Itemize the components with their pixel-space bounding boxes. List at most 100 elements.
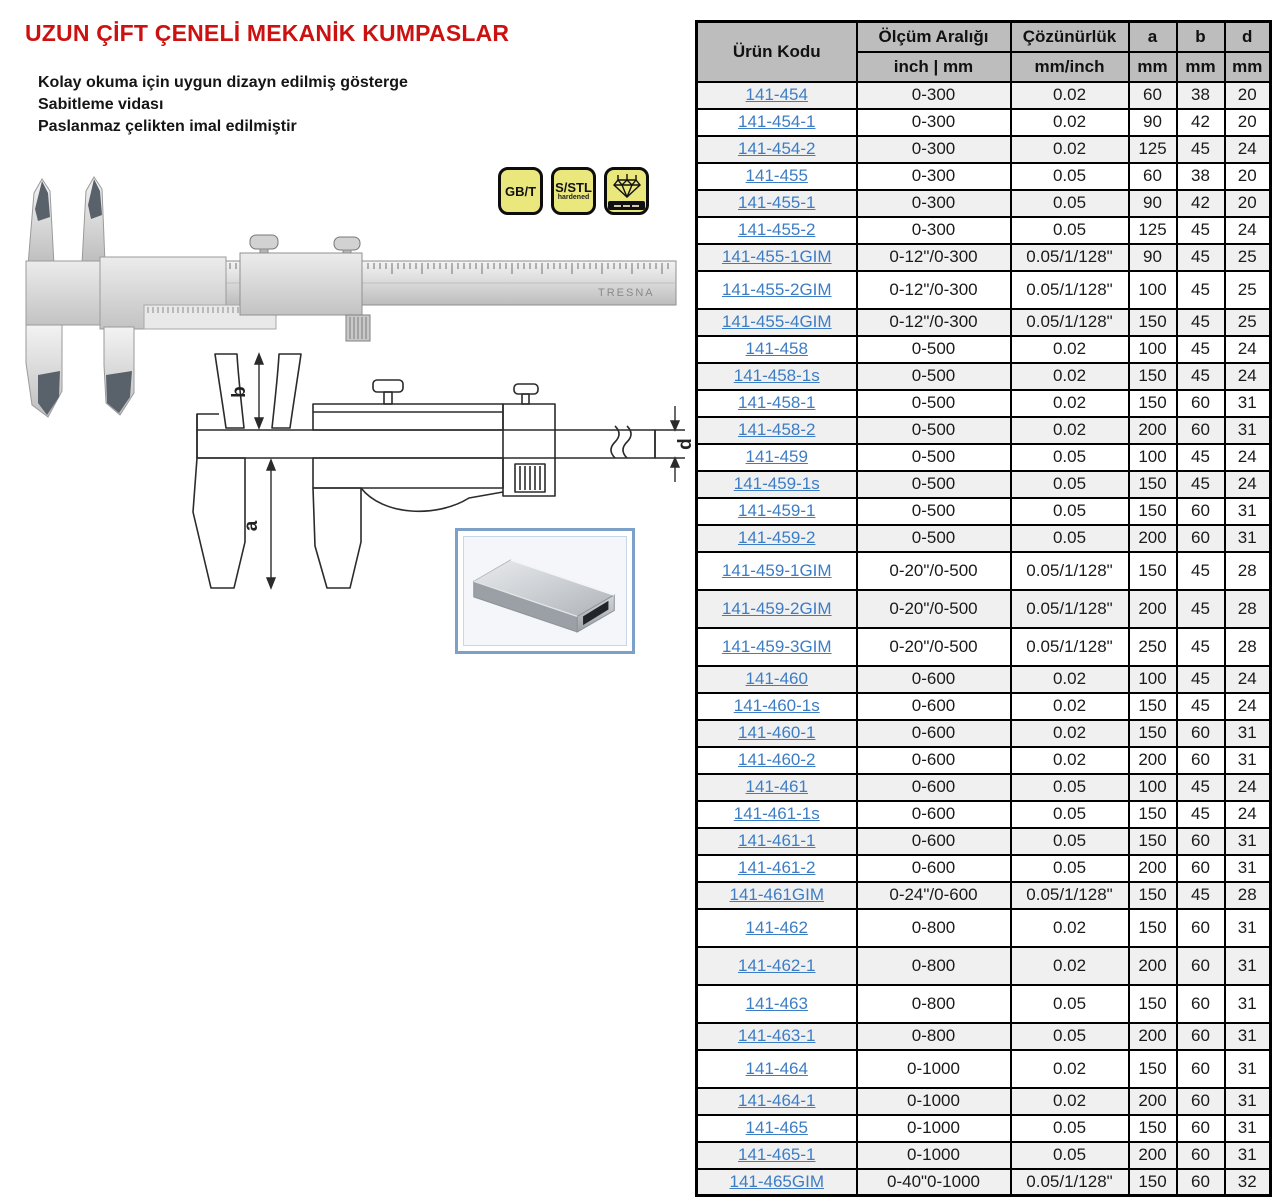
product-code-link[interactable]: 141-461 [745, 777, 808, 796]
dim-a-cell: 200 [1127, 945, 1178, 986]
range-cell: 0-24"/0-600 [855, 880, 1012, 910]
product-code-link[interactable]: 141-455-1 [737, 193, 816, 212]
dim-b-cell: 60 [1175, 523, 1226, 553]
dim-a-cell: 150 [1127, 799, 1178, 829]
product-code-link[interactable]: 141-465-1 [737, 1145, 816, 1164]
product-code-cell: 141-463 [695, 983, 858, 1024]
dim-d-cell: 28 [1223, 626, 1272, 667]
range-cell: 0-1000 [855, 1113, 1012, 1143]
resolution-cell: 0.05 [1009, 469, 1130, 499]
dim-b-cell: 45 [1175, 664, 1226, 694]
dim-b-cell: 60 [1175, 1113, 1226, 1143]
range-cell: 0-600 [855, 826, 1012, 856]
product-code-link[interactable]: 141-460-1 [737, 723, 816, 742]
resolution-cell: 0.05/1/128" [1009, 307, 1130, 337]
dim-b-cell: 45 [1175, 442, 1226, 472]
dim-a-cell: 200 [1127, 588, 1178, 629]
product-code-link[interactable]: 141-460-1s [733, 696, 820, 715]
dim-b-cell: 60 [1175, 745, 1226, 775]
product-code-link[interactable]: 141-454 [745, 85, 808, 104]
dim-d-cell: 31 [1223, 1021, 1272, 1051]
product-code-link[interactable]: 141-463 [745, 993, 808, 1013]
product-code-cell: 141-459 [695, 442, 858, 472]
product-code-link[interactable]: 141-459-1GIM [721, 560, 832, 580]
product-code-link[interactable]: 141-458-2 [737, 420, 816, 439]
product-code-link[interactable]: 141-464-1 [737, 1091, 816, 1110]
product-code-link[interactable]: 141-462-1 [737, 955, 816, 975]
product-code-link[interactable]: 141-461-2 [737, 858, 816, 877]
brand-text: TRESNA [598, 287, 655, 299]
dim-b-cell: 60 [1175, 983, 1226, 1024]
range-cell: 0-20"/0-500 [855, 550, 1012, 591]
dim-a-cell: 150 [1127, 307, 1178, 337]
product-code-link[interactable]: 141-459-3GIM [721, 636, 832, 656]
sstl-badge: S/STL hardened [551, 167, 596, 215]
product-code-link[interactable]: 141-464 [745, 1058, 808, 1078]
product-code-cell: 141-464-1 [695, 1086, 858, 1116]
product-code-cell: 141-461 [695, 772, 858, 802]
product-code-link[interactable]: 141-460-2 [737, 750, 816, 769]
resolution-cell: 0.05 [1009, 442, 1130, 472]
dim-d-cell: 24 [1223, 772, 1272, 802]
dim-d-cell: 31 [1223, 718, 1272, 748]
product-code-cell: 141-462-1 [695, 945, 858, 986]
product-code-link[interactable]: 141-461GIM [729, 885, 825, 904]
product-code-link[interactable]: 141-462 [745, 917, 808, 937]
dim-b-cell: 60 [1175, 907, 1226, 948]
beam-section-photo-frame [455, 528, 635, 654]
range-cell: 0-500 [855, 415, 1012, 445]
dim-d-cell: 28 [1223, 550, 1272, 591]
product-code-link[interactable]: 141-455-2 [737, 220, 816, 239]
product-code-link[interactable]: 141-463-1 [737, 1026, 816, 1045]
product-code-link[interactable]: 141-455-1GIM [721, 247, 832, 266]
dim-b-cell: 60 [1175, 1048, 1226, 1089]
product-code-link[interactable]: 141-458 [745, 339, 808, 358]
resolution-cell: 0.05/1/128" [1009, 880, 1130, 910]
product-code-cell: 141-458-2 [695, 415, 858, 445]
product-code-link[interactable]: 141-461-1 [737, 831, 816, 850]
dim-a-cell: 200 [1127, 1140, 1178, 1170]
product-code-link[interactable]: 141-454-1 [737, 112, 816, 131]
dim-b-cell: 60 [1175, 826, 1226, 856]
dim-a-cell: 90 [1127, 242, 1178, 272]
product-code-link[interactable]: 141-455-2GIM [721, 279, 832, 299]
product-code-cell: 141-459-2GIM [695, 588, 858, 629]
product-code-link[interactable]: 141-459 [745, 447, 808, 466]
resolution-cell: 0.02 [1009, 334, 1130, 364]
product-code-link[interactable]: 141-465 [745, 1118, 808, 1137]
resolution-cell: 0.02 [1009, 361, 1130, 391]
dim-a-cell: 150 [1127, 691, 1178, 721]
dim-d-cell: 31 [1223, 1086, 1272, 1116]
dim-d-cell: 31 [1223, 415, 1272, 445]
dim-a-cell: 200 [1127, 1086, 1178, 1116]
product-code-link[interactable]: 141-458-1 [737, 393, 816, 412]
dim-label-b: b [229, 386, 250, 398]
product-code-link[interactable]: 141-460 [745, 669, 808, 688]
product-code-link[interactable]: 141-459-2GIM [721, 598, 832, 618]
product-code-link[interactable]: 141-459-2 [737, 528, 816, 547]
dim-b-cell: 38 [1175, 80, 1226, 110]
product-code-link[interactable]: 141-459-1s [733, 474, 820, 493]
range-cell: 0-40"0-1000 [855, 1167, 1012, 1197]
dim-d-cell: 25 [1223, 269, 1272, 310]
product-code-link[interactable]: 141-459-1 [737, 501, 816, 520]
product-code-cell: 141-455-1 [695, 188, 858, 218]
resolution-cell: 0.05 [1009, 496, 1130, 526]
product-code-link[interactable]: 141-465GIM [729, 1171, 825, 1191]
product-code-cell: 141-462 [695, 907, 858, 948]
product-code-link[interactable]: 141-454-2 [737, 139, 816, 158]
product-code-link[interactable]: 141-455-4GIM [721, 312, 832, 331]
product-code-link[interactable]: 141-455 [745, 166, 808, 185]
dim-d-cell: 31 [1223, 945, 1272, 986]
resolution-cell: 0.05 [1009, 853, 1130, 883]
product-code-link[interactable]: 141-458-1s [733, 366, 820, 385]
product-code-link[interactable]: 141-461-1s [733, 804, 820, 823]
